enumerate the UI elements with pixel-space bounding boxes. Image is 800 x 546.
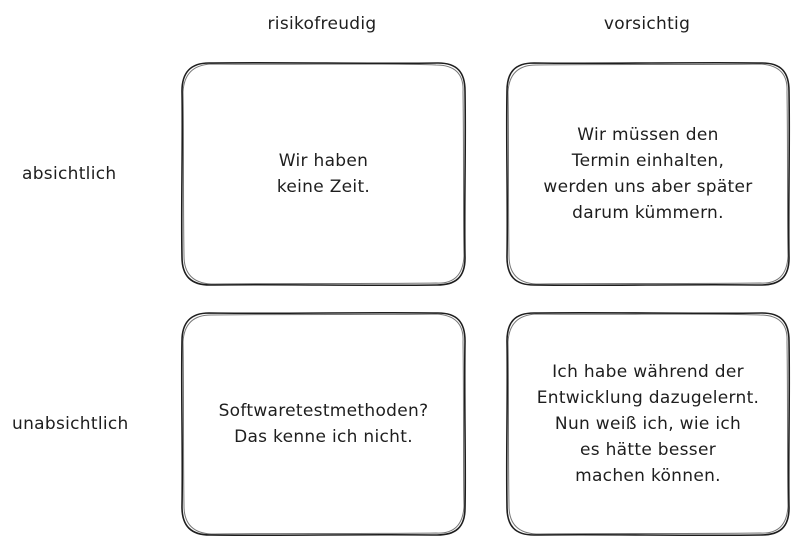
cell-text: Softwaretestmethoden? Das kenne ich nich…	[181, 312, 466, 536]
cell-text: Ich habe während der Entwicklung dazugel…	[506, 312, 790, 536]
cell-line: Entwicklung dazugelernt.	[536, 388, 760, 408]
cell-line: werden uns aber später	[543, 177, 753, 197]
row-label-unabsichtlich: unabsichtlich	[12, 414, 129, 434]
cell-careful-intentional: Wir müssen den Termin einhalten, werden …	[505, 61, 791, 287]
cell-box	[505, 311, 791, 537]
cell-box	[180, 311, 467, 537]
cell-line: Wir müssen den	[577, 125, 719, 145]
cell-careful-unintentional: Ich habe während der Entwicklung dazugel…	[505, 311, 791, 537]
row-label-absichtlich: absichtlich	[22, 164, 117, 184]
cell-line: Softwaretestmethoden?	[218, 401, 429, 421]
column-label-vorsichtig: vorsichtig	[603, 14, 691, 34]
column-label-risikofreudig: risikofreudig	[267, 14, 377, 34]
cell-line: Ich habe während der	[552, 362, 744, 382]
cell-line: es hätte besser	[579, 440, 717, 460]
cell-risky-unintentional: Softwaretestmethoden? Das kenne ich nich…	[180, 311, 467, 537]
cell-line: Nun weiß ich, wie ich	[554, 414, 742, 434]
cell-box	[180, 61, 467, 287]
cell-line: Wir haben	[278, 151, 369, 171]
cell-line: darum kümmern.	[572, 203, 724, 223]
cell-line: Termin einhalten,	[571, 151, 725, 171]
cell-line: Das kenne ich nicht.	[234, 427, 413, 447]
cell-text: Wir haben keine Zeit.	[181, 62, 466, 286]
cell-risky-intentional: Wir haben keine Zeit.	[180, 61, 467, 287]
cell-box	[505, 61, 791, 287]
cell-line: keine Zeit.	[276, 177, 371, 197]
cell-line: machen können.	[575, 466, 721, 486]
cell-text: Wir müssen den Termin einhalten, werden …	[506, 62, 790, 286]
